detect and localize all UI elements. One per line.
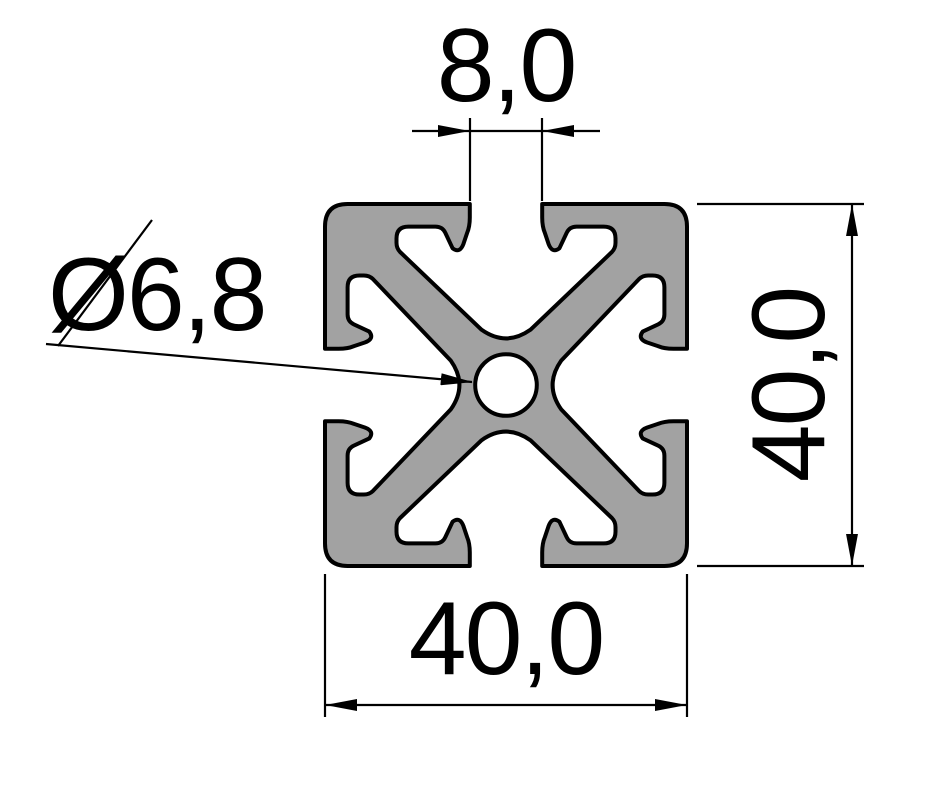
profile-outline <box>323 202 689 568</box>
dim-bore-diameter: Ø6,8 <box>45 219 473 386</box>
dim-label-profile-height: 40,0 <box>731 288 847 482</box>
diameter-slash <box>57 219 153 347</box>
dim-slot-width: 8,0 <box>412 8 600 201</box>
dim-profile-height: 40,0 <box>697 202 864 568</box>
leader-line <box>45 342 473 386</box>
dim-label-profile-width: 40,0 <box>409 581 603 697</box>
dim-label-slot-width: 8,0 <box>437 8 576 124</box>
dim-label-bore-diameter: Ø6,8 <box>48 237 265 353</box>
dim-profile-width: 40,0 <box>323 574 689 717</box>
